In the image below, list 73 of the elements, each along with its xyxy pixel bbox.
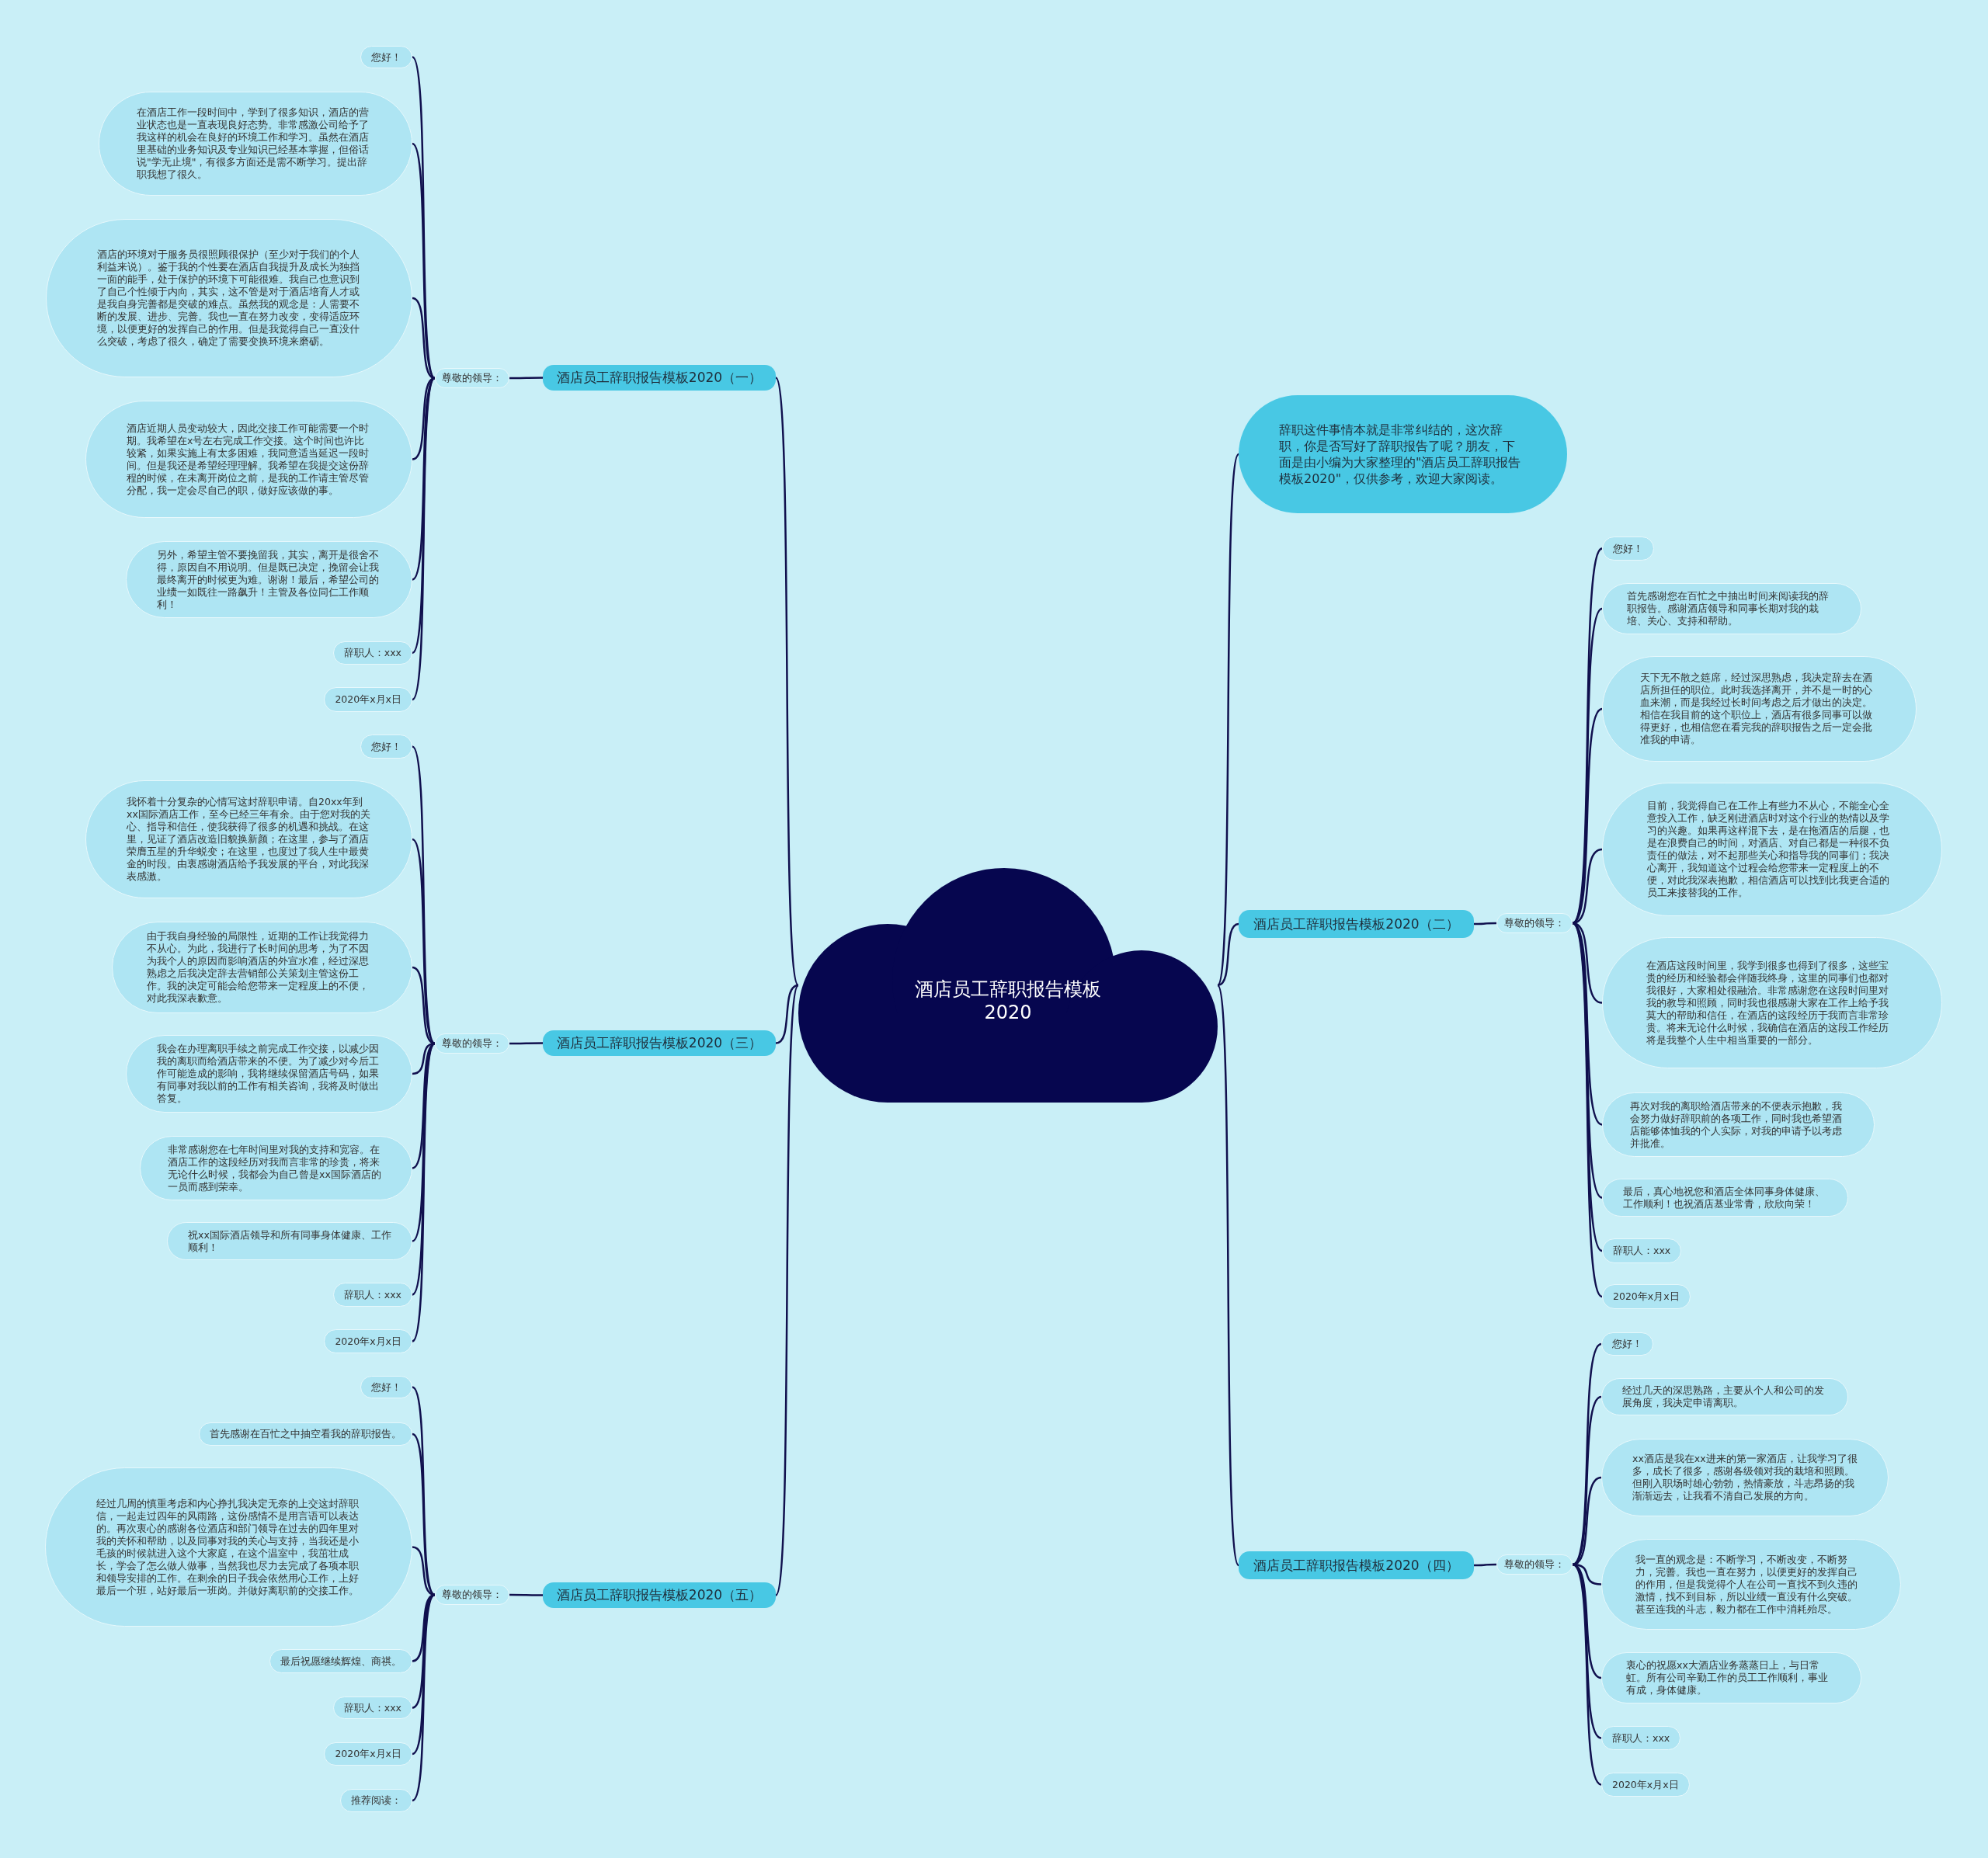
text-bubble: 辞职人：xxx — [332, 1283, 412, 1307]
connector-line — [1572, 1564, 1602, 1786]
text-bubble: 我怀着十分复杂的心情写这封辞职申请。自20xx年到xx国际酒店工作，至今已经三年有余。由于您对我的关心、指导和信任，使我获得了很多的机遇和挑战。在这里，见证了酒店改造旧貌换新颜；在这里，参与了酒店荣膺五星的升华蜕变；在这里，也度过了我人生中最黄金的时段。由衷感谢酒店给予我发展的平台，对此我深表感激。 — [85, 780, 412, 898]
text-bubble: 酒店近期人员变动较大，因此交接工作可能需要一个时期。我希望在x号左右完成工作交接。这个时间也许比较紧，如果实施上有太多困难，我同意适当延迟一段时间。但是我还是希望经理理解。我希望在我提交这份辞程的时候，在未离开岗位之前，是我的工作请主管尽管分配，我一定会尽自己的职，做好应该做的事。 — [85, 401, 412, 518]
text-bubble: 祝xx国际酒店领导和所有同事身体健康、工作顺利！ — [167, 1222, 412, 1260]
connector-line — [1217, 922, 1239, 987]
connector-line — [1572, 1395, 1602, 1566]
text-bubble: 您好！ — [360, 1376, 412, 1398]
text-bubble: 2020年x月x日 — [324, 1742, 412, 1766]
text-bubble: 您好！ — [360, 735, 412, 759]
text-bubble: 辞职人：xxx — [1601, 1726, 1681, 1750]
connector-line — [1216, 453, 1240, 986]
topic-box: 酒店员工辞职报告模板2020（二） — [1239, 910, 1474, 938]
intro-bubble: 辞职这件事情本就是非常纠结的，这次辞职，你是否写好了辞职报告了呢？朋友，下面是由小编为大家整理的"酒店员工辞职报告模板2020"，仅供参考，欢迎大家阅读。 — [1239, 395, 1567, 513]
text-bubble: 最后，真心地祝您和酒店全体同事身体健康、工作顺利！也祝酒店基业常青，欣欣向荣！ — [1602, 1179, 1848, 1217]
text-bubble: 首先感谢您在百忙之中抽出时间来阅读我的辞职报告。感谢酒店领导和同事长期对我的栽培、关心、支持和帮助。 — [1602, 583, 1861, 634]
text-bubble: 另外，希望主管不要挽留我，其实，离开是很舍不得，原因自不用说明。但是既已决定，挽留会让我最终离开的时候更为难。谢谢！最后，希望公司的业绩一如既往一路飙升！主管及各位同仁工作顺利！ — [126, 541, 412, 618]
text-bubble: 衷心的祝愿xx大酒店业务蒸蒸日上，与日常虹。所有公司辛勤工作的员工工作顺利，事业有成，身体健康。 — [1601, 1652, 1861, 1703]
text-bubble: 2020年x月x日 — [1602, 1284, 1691, 1309]
subtopic-box: 尊敬的领导： — [1496, 913, 1573, 933]
text-bubble: 辞职人：xxx — [1602, 1238, 1682, 1263]
text-bubble: 经过几天的深思熟路，主要从个人和公司的发展角度，我决定申请离职。 — [1601, 1378, 1848, 1415]
text-bubble: 您好！ — [1602, 537, 1654, 561]
subtopic-box: 尊敬的领导： — [435, 1033, 509, 1054]
connector-line — [509, 1593, 543, 1596]
topic-box: 酒店员工辞职报告模板2020（三） — [543, 1030, 776, 1056]
connector-line — [774, 377, 800, 986]
text-bubble: 非常感谢您在七年时间里对我的支持和宽容。在酒店工作的这段经历对我而言非常的珍贵，将来无论什么时候，我都会为自己曾是xx国际酒店的一员而感到荣幸。 — [140, 1136, 412, 1200]
text-bubble: 在酒店这段时间里，我学到很多也得到了很多，这些宝贵的经历和经验都会伴随我终身，这里的同事们也都对我很好，大家相处很融洽。非常感谢您在这段时间里对我的教导和照顾，同时我也很感谢大家在工作上给予我莫大的帮助和信任，在酒店的这段经历于我而言非常珍贵。将来无论什么时候，我确信在酒店的这段工作经历将是我整个人生中相当重要的一部分。 — [1602, 937, 1942, 1068]
text-bubble: 您好！ — [1601, 1332, 1653, 1356]
text-bubble: 首先感谢在百忙之中抽空看我的辞职报告。 — [199, 1422, 412, 1446]
text-bubble: 2020年x月x日 — [1601, 1773, 1690, 1797]
text-bubble: 目前，我觉得自己在工作上有些力不从心，不能全心全意投入工作，缺乏刚进酒店时对这个行业的热情以及学习的兴趣。如果再这样混下去，是在拖酒店的后腿，也是在浪费自己的时间，对酒店、对自己都是一种很不负责任的做法，对不起那些关心和指导我的同事们；我决心离开，我知道这个过程会给您带来一定程度上的不便，对此我深表抱歉，相信酒店可以找到比我更合适的员工来接替我的工作。 — [1602, 783, 1942, 916]
topic-box: 酒店员工辞职报告模板2020（五） — [543, 1582, 776, 1608]
text-bubble: 2020年x月x日 — [324, 1329, 412, 1353]
text-bubble: 天下无不散之筵席，经过深思熟虑，我决定辞去在酒店所担任的职位。此时我选择离开，并不是一时的心血来潮，而是我经过长时间考虑之后才做出的决定。相信在我目前的这个职位上，酒店有很多同事可以做得更好，也相信您在看完我的辞职报告之后一定会批准我的申请。 — [1602, 656, 1917, 762]
connector-line — [412, 143, 436, 379]
connector-line — [1474, 922, 1496, 926]
connector-line — [412, 1386, 436, 1596]
text-bubble: 您好！ — [360, 46, 412, 68]
connector-line — [509, 377, 543, 380]
topic-box: 酒店员工辞职报告模板2020（一） — [543, 365, 776, 391]
text-bubble: 酒店的环境对于服务员很照顾很保护（至少对于我们的个人利益来说）。鉴于我的个性要在酒店自我提升及成长为独挡一面的能手，处于保护的环境下可能很难。我自己也意识到了自己个性倾于内向，其实，这不管是对于酒店培育人才或是我自身完善都是突破的难点。虽然我的观念是：人需要不断的发展、进步、完善。我也一直在努力改变，变得适应环境，以便更好的发挥自己的作用。但是我觉得自己一直没什么突破，考虑了很久，确定了需要变换环境来磨砺。 — [46, 219, 412, 377]
connector-line — [412, 1546, 436, 1596]
text-bubble: 辞职人：xxx — [332, 641, 412, 665]
connector-line — [775, 984, 799, 1044]
text-bubble: xx酒店是我在xx进来的第一家酒店，让我学习了很多，成长了很多，感谢各级领对我的栽培和照顾。但刚入职场时雄心勃勃，热情豪放，斗志昂扬的我渐渐远去，让我看不清自己发展的方向。 — [1601, 1439, 1889, 1516]
connector-line — [1474, 1563, 1496, 1567]
text-bubble: 最后祝愿继续辉煌、商祺。 — [269, 1649, 412, 1673]
connector-line — [1216, 985, 1240, 1566]
text-bubble: 我一直的观念是：不断学习，不断改变，不断努力，完善。我也一直在努力，以便更好的发挥自己的作用，但是我觉得个人在公司一直找不到久违的激情，找不到目标，所以业绩一直没有什么突破。甚至连我的斗志，毅力都在工作中消耗殆尽。 — [1601, 1539, 1901, 1630]
text-bubble: 再次对我的离职给酒店带来的不便表示抱歉，我会努力做好辞职前的各项工作，同时我也希望酒店能够体恤我的个人实际，对我的申请予以考虑并批准。 — [1602, 1092, 1875, 1157]
connector-line — [411, 377, 436, 700]
text-bubble: 由于我自身经验的局限性，近期的工作让我觉得力不从心。为此，我进行了长时间的思考，为了不因为我个人的原因而影响酒店的外宣水准，经过深思熟虑之后我决定辞去营销部公关策划主管这份工作。我的决定可能会给您带来一定程度上的不便，对此我深表歉意。 — [112, 922, 412, 1013]
connector-line — [1572, 1476, 1602, 1566]
text-bubble: 推荐阅读： — [340, 1789, 412, 1812]
text-bubble: 辞职人：xxx — [332, 1697, 412, 1719]
text-bubble: 我会在办理离职手续之前完成工作交接，以减少因我的离职而给酒店带来的不便。为了减少对今后工作可能造成的影响，我将继续保留酒店号码，如果有同事对我以前的工作有相关咨询，我将及时做出答复。 — [126, 1035, 412, 1113]
connector-line — [1571, 922, 1604, 1297]
subtopic-box: 尊敬的领导： — [1496, 1554, 1573, 1575]
connector-line — [412, 1594, 436, 1801]
subtopic-box: 尊敬的领导： — [435, 1585, 509, 1605]
connector-line — [411, 1043, 436, 1342]
connector-line — [509, 1042, 543, 1045]
subtopic-box: 尊敬的领导： — [435, 368, 509, 388]
text-bubble: 2020年x月x日 — [324, 687, 412, 712]
topic-box: 酒店员工辞职报告模板2020（四） — [1239, 1551, 1474, 1579]
connector-line — [774, 985, 800, 1596]
text-bubble: 经过几周的慎重考虑和内心挣扎我决定无奈的上交这封辞职信，一起走过四年的风雨路，这份感情不是用言语可以表达的。再次衷心的感谢各位酒店和部门领导在过去的四年里对我的关怀和帮助，以及同事对我的关心与支持，当我还是小毛孩的时候就进入这个大家庭，在这个温室中，我茁壮成长，学会了怎么做人做事，当然我也尽力去完成了各项本职和领导安排的工作。在剩余的日子我会依然用心工作，上好最后一个班，站好最后一班岗。并做好离职前的交接工作。 — [45, 1467, 412, 1627]
connector-line — [412, 839, 436, 1044]
connector-line — [411, 745, 436, 1044]
connector-line — [1572, 608, 1603, 924]
text-bubble: 在酒店工作一段时间中，学到了很多知识，酒店的营业状态也是一直表现良好态势。非常感激公司给予了我这样的机会在良好的环境工作和学习。虽然在酒店里基础的业务知识及专业知识已经基本掌握，但俗话说"学无止境"，有很多方面还是需不断学习。提出辞职我想了很久。 — [99, 92, 412, 196]
